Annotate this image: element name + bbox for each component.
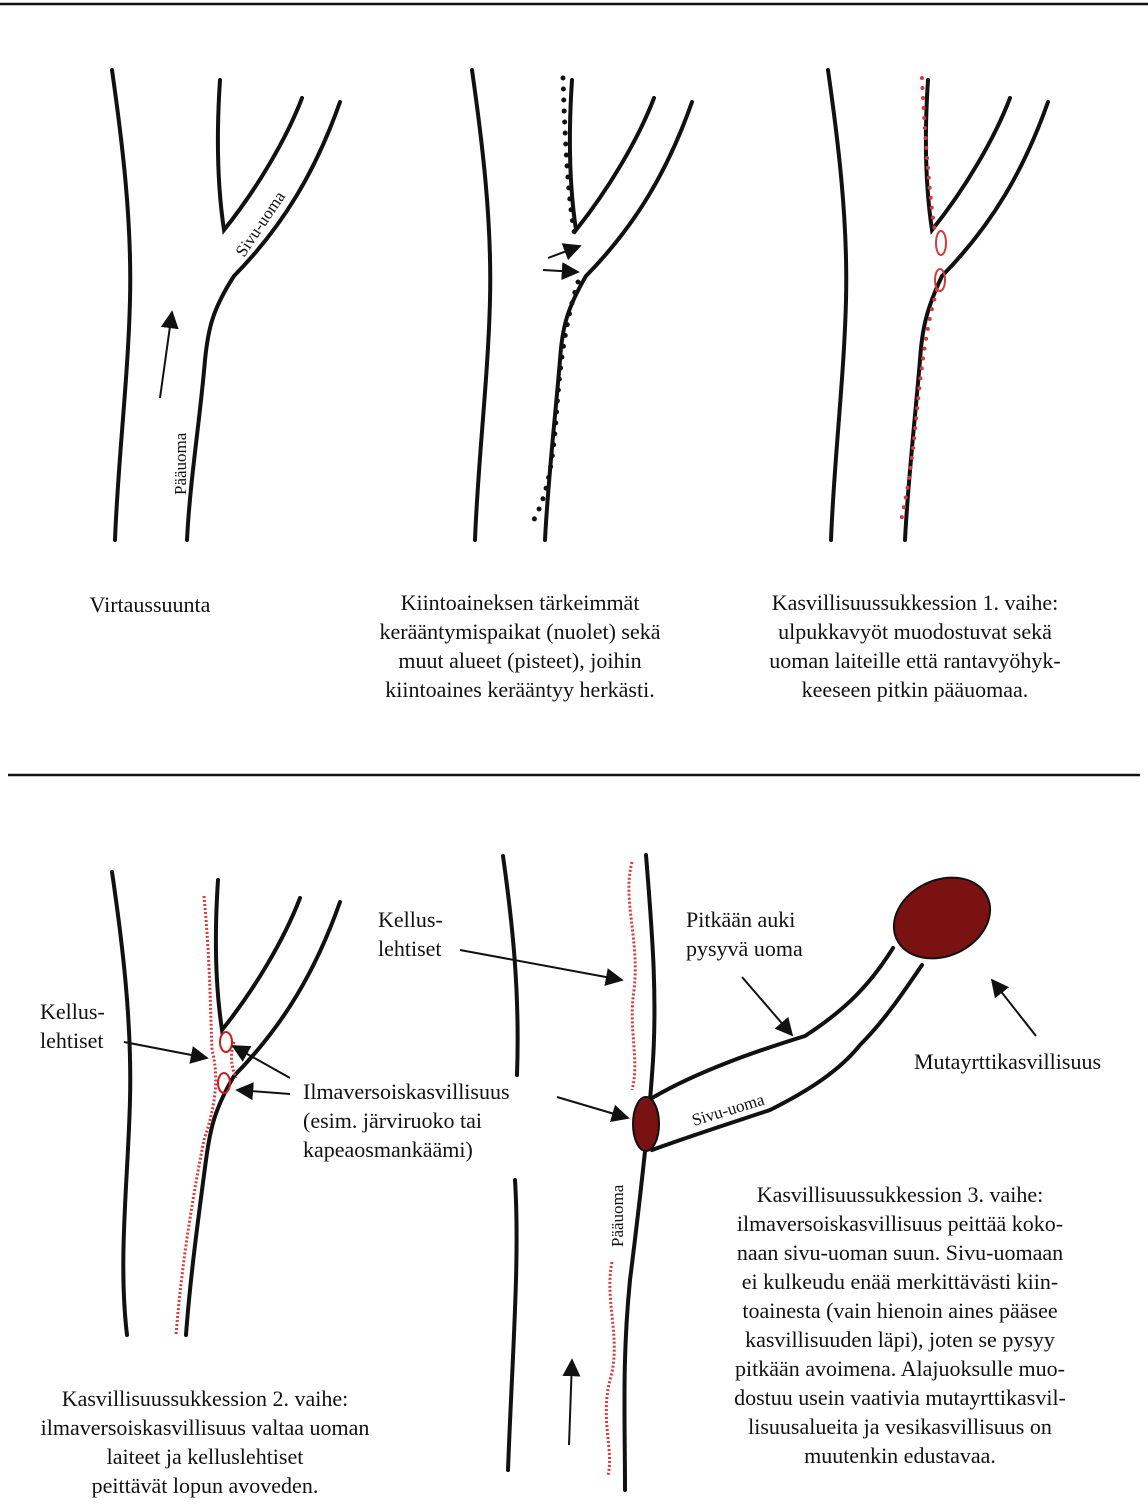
open-channel-label: Pitkään auki pysyvä uoma bbox=[686, 905, 803, 963]
caption-line: kasvillisuuden läpi), joten se pysyy bbox=[690, 1325, 1110, 1354]
p5-emergent-arrow bbox=[557, 1097, 628, 1118]
caption-line: muutenkin edustavaa. bbox=[690, 1441, 1110, 1470]
water-lily-patch-upper bbox=[936, 231, 946, 255]
panel3-channel-diagram bbox=[828, 70, 1048, 540]
p4-emergent-arrow-upper bbox=[233, 1046, 290, 1078]
flow-direction-arrow bbox=[160, 312, 172, 398]
caption-line: Kasvillisuussukkession 1. vaihe: bbox=[720, 588, 1110, 617]
p5-flow-direction-arrow bbox=[569, 1360, 572, 1445]
caption-line: toainesta (vain hienoin aines pääsee bbox=[690, 1296, 1110, 1325]
emergent-vegetation-mouth bbox=[633, 1097, 659, 1151]
panel2-channel-diagram bbox=[472, 70, 692, 540]
p5-mud-arrow bbox=[992, 980, 1036, 1036]
caption-line: muut alueet (pisteet), joihin bbox=[330, 646, 710, 675]
caption-line: ilmaversoiskasvillisuus peittää koko- bbox=[690, 1209, 1110, 1238]
p4-floating-leaves-label: Kellus- lehtiset bbox=[40, 997, 105, 1055]
p4-caption: Kasvillisuussukkession 2. vaihe: ilmaver… bbox=[0, 1384, 410, 1500]
caption-line: lisuusalueita ja vesikasvillisuus on bbox=[690, 1412, 1110, 1441]
p1-main-channel-label: Pääuoma bbox=[171, 432, 190, 495]
p5-floating-leaves-label: Kellus- lehtiset bbox=[378, 905, 443, 963]
caption-line: peittävät lopun avoveden. bbox=[0, 1471, 410, 1500]
caption-line: laiteet ja kelluslehtiset bbox=[0, 1442, 410, 1471]
p5-caption: Kasvillisuussukkession 3. vaihe: ilmaver… bbox=[690, 1180, 1110, 1470]
p3-caption: Kasvillisuussukkession 1. vaihe: ulpukka… bbox=[720, 588, 1110, 704]
p2-caption: Kiintoaineksen tärkeimmät kerääntymispai… bbox=[330, 588, 710, 704]
p5-floating-leaves-left-bank bbox=[629, 862, 635, 1090]
p5-main-channel-label: Pääuoma bbox=[608, 1184, 627, 1247]
caption-line: ilmaversoiskasvillisuus valtaa uoman bbox=[0, 1413, 410, 1442]
caption-line: Kiintoaineksen tärkeimmät bbox=[330, 588, 710, 617]
p1-caption: Virtaussuunta bbox=[60, 590, 240, 619]
caption-line: Kasvillisuussukkession 3. vaihe: bbox=[690, 1180, 1110, 1209]
caption-line: naan sivu-uoman suun. Sivu-uomaan bbox=[690, 1238, 1110, 1267]
sediment-arrow-lower bbox=[543, 270, 578, 272]
caption-line: Kasvillisuussukkession 2. vaihe: bbox=[0, 1384, 410, 1413]
caption-line: ei kulkeudu enää merkittävästi kiin- bbox=[690, 1267, 1110, 1296]
caption-line: pitkään avoimena. Alajuoksulle muo- bbox=[690, 1354, 1110, 1383]
emergent-vegetation-upper bbox=[220, 1032, 232, 1052]
emergent-vegetation-label: Ilmaversoiskasvillisuus (esim. järviruok… bbox=[303, 1077, 510, 1164]
p4-emergent-arrow-lower bbox=[237, 1090, 290, 1094]
mud-herb-vegetation-area bbox=[881, 862, 1004, 973]
p5-floating-leaves-lower-bank bbox=[606, 1262, 614, 1475]
caption-line: keeseen pitkin pääuomaa. bbox=[720, 675, 1110, 704]
caption-line: uoman laiteille että rantavyöhyk- bbox=[720, 646, 1110, 675]
p5-floating-arrow bbox=[460, 950, 622, 980]
caption-line: kiintoaines kerääntyy herkästi. bbox=[330, 675, 710, 704]
caption-line: kerääntymispaikat (nuolet) sekä bbox=[330, 617, 710, 646]
sediment-arrow-upper bbox=[548, 246, 580, 258]
p5-open-channel-arrow bbox=[742, 977, 792, 1035]
mud-herb-label: Mutayrttikasvillisuus bbox=[914, 1047, 1101, 1076]
caption-line: ulpukkavyöt muodostuvat sekä bbox=[720, 617, 1110, 646]
caption-line: dostuu usein vaativia mutayrttikasvil- bbox=[690, 1383, 1110, 1412]
floating-leaves-zone bbox=[176, 896, 236, 1335]
panel1-channel-diagram bbox=[112, 70, 340, 540]
p4-floating-arrow bbox=[124, 1042, 207, 1058]
